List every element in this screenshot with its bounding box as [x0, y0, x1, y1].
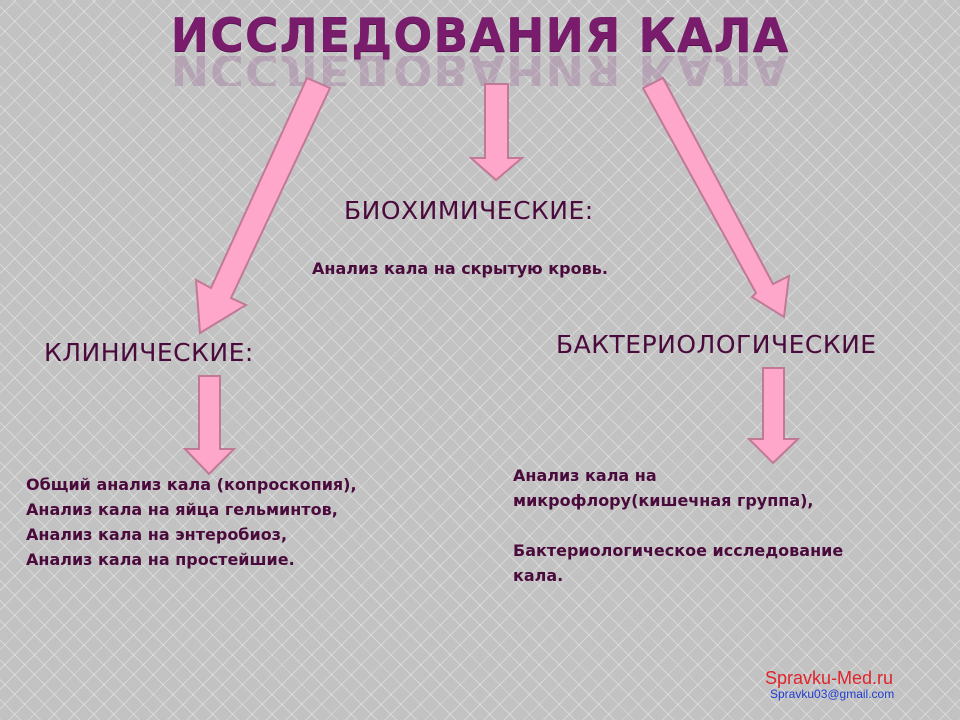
list-item: микрофлору(кишечная группа), [513, 491, 814, 510]
biochemical-items: Анализ кала на скрытую кровь. [312, 256, 608, 281]
heading-biochemical: БИОХИМИЧЕСКИЕ: [344, 196, 594, 225]
arrow-to-biochemical-icon [468, 83, 525, 182]
diagram-title: ИССЛЕДОВАНИЯ КАЛА [170, 8, 790, 62]
list-item: Анализ кала на скрытую кровь. [312, 259, 608, 278]
heading-clinical: КЛИНИЧЕСКИЕ: [44, 338, 254, 367]
list-item: Анализ кала на яйца гельминтов, [26, 500, 338, 519]
clinical-items: Общий анализ кала (копроскопия), Анализ … [26, 472, 357, 572]
bacteriological-items: Анализ кала на микрофлору(кишечная групп… [513, 463, 843, 588]
list-item: Анализ кала на простейшие. [26, 550, 295, 569]
arrow-to-bacteriological-icon [641, 76, 791, 319]
site-watermark: Spravku-Med.ru [765, 668, 894, 688]
arrow-bacteriological-down-icon [746, 367, 801, 465]
arrow-to-clinical-icon [194, 76, 332, 335]
list-item: Общий анализ кала (копроскопия), [26, 475, 357, 494]
email-watermark: Spravku03@gmail.com [770, 687, 895, 701]
list-item: кала. [513, 566, 564, 585]
heading-bacteriological: БАКТЕРИОЛОГИЧЕСКИЕ [556, 330, 877, 359]
list-item: Анализ кала на [513, 466, 657, 485]
list-item: Анализ кала на энтеробиоз, [26, 525, 288, 544]
list-item: Бактериологическое исследование [513, 541, 844, 560]
arrow-clinical-down-icon [182, 375, 237, 476]
list-spacer [513, 513, 843, 538]
